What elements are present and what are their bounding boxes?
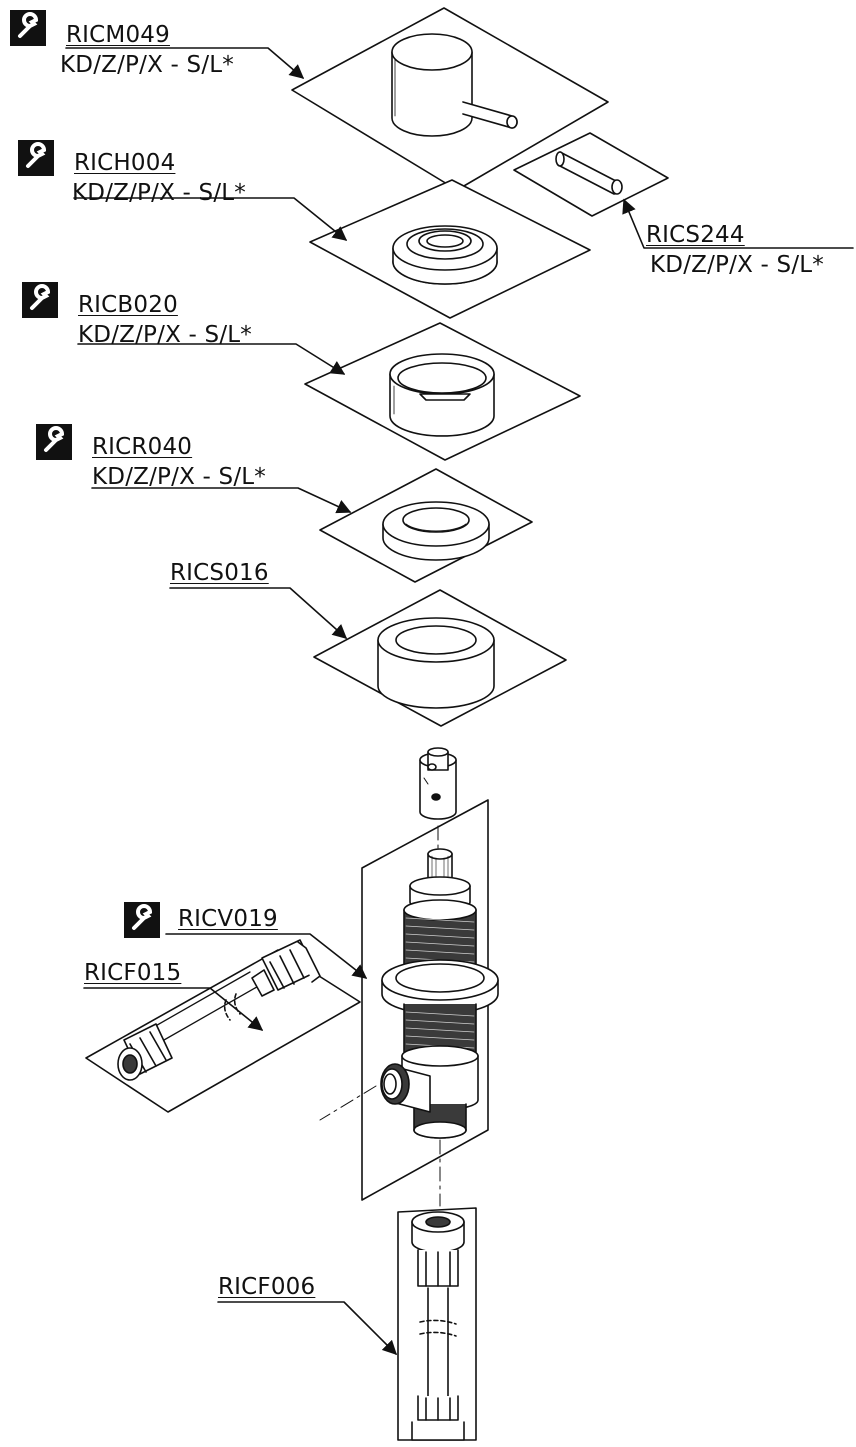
wrench-icon bbox=[124, 902, 160, 938]
leader-valve bbox=[165, 933, 368, 979]
side-hose-part bbox=[85, 939, 361, 1113]
part-finish-handle: KD/Z/P/X - S/L* bbox=[60, 52, 235, 78]
part-finish-rose: KD/Z/P/X - S/L* bbox=[92, 464, 267, 490]
leader-headwork-cover bbox=[73, 197, 348, 241]
handle-part bbox=[291, 7, 609, 191]
leader-rose bbox=[91, 487, 352, 514]
wrench-icon bbox=[36, 424, 72, 460]
spindle-adaptor-part bbox=[419, 747, 457, 820]
sleeve-part bbox=[313, 589, 567, 727]
leader-side-hose bbox=[83, 987, 264, 1031]
leader-bezel bbox=[77, 343, 346, 375]
valve-part bbox=[319, 799, 499, 1207]
part-code-valve: RICV019 bbox=[178, 906, 278, 932]
part-finish-bezel: KD/Z/P/X - S/L* bbox=[78, 322, 253, 348]
headwork-cover-part bbox=[309, 179, 591, 319]
part-finish-pin: KD/Z/P/X - S/L* bbox=[650, 252, 825, 278]
bezel-part bbox=[304, 322, 581, 461]
part-code-rose: RICR040 bbox=[92, 434, 193, 460]
part-code-pin: RICS244 bbox=[646, 222, 745, 248]
wrench-icon bbox=[18, 140, 54, 176]
wrench-icon bbox=[10, 10, 46, 46]
part-code-side-hose: RICF015 bbox=[84, 960, 182, 986]
part-code-headwork-cover: RICH004 bbox=[74, 150, 176, 176]
part-finish-headwork-cover: KD/Z/P/X - S/L* bbox=[72, 180, 247, 206]
leader-sleeve bbox=[169, 587, 348, 639]
part-code-bottom-hose: RICF006 bbox=[218, 1274, 316, 1300]
bottom-hose-part bbox=[397, 1207, 477, 1441]
part-code-sleeve: RICS016 bbox=[170, 560, 269, 586]
leader-handle bbox=[65, 47, 305, 79]
leader-pin bbox=[622, 198, 854, 249]
part-code-bezel: RICB020 bbox=[78, 292, 178, 318]
rose-part bbox=[319, 468, 533, 583]
pin-part bbox=[513, 132, 669, 217]
leader-bottom-hose bbox=[217, 1301, 398, 1356]
wrench-icon bbox=[22, 282, 58, 318]
part-code-handle: RICM049 bbox=[66, 22, 170, 48]
